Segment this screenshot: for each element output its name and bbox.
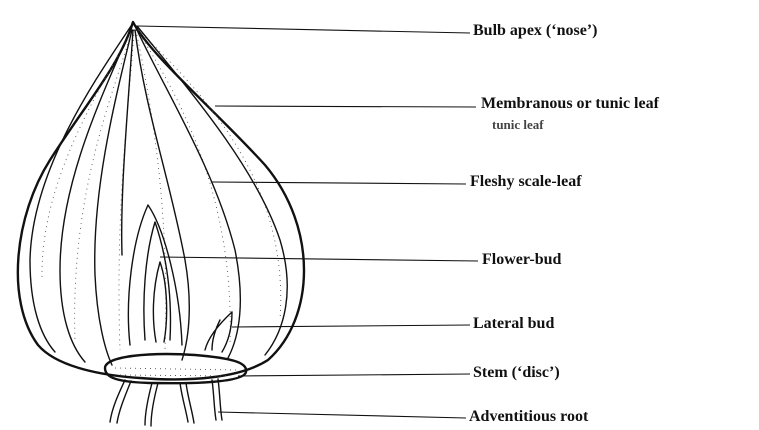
- leader-fleshy-scale: [212, 182, 466, 184]
- label-stem-disc: Stem (‘disc’): [473, 364, 560, 382]
- scale-leaf-line: [136, 28, 240, 358]
- leader-lateral-bud: [232, 325, 470, 327]
- label-flower-bud: Flower-bud: [482, 251, 561, 269]
- leader-tunic-leaf: [215, 106, 476, 107]
- root-line: [151, 383, 158, 426]
- leader-flower-bud: [160, 257, 478, 261]
- flower-bud-shape: [128, 205, 182, 345]
- label-bulb-apex: Bulb apex (‘nose’): [473, 22, 597, 40]
- leader-bulb-apex: [138, 26, 470, 33]
- scale-leaf-line: [30, 26, 131, 352]
- label-fleshy-scale-leaf: Fleshy scale-leaf: [470, 173, 582, 191]
- leader-adventitious-root: [218, 412, 466, 418]
- root-line: [212, 380, 216, 420]
- lateral-bud-shape: [205, 312, 232, 352]
- label-lateral-bud: Lateral bud: [473, 315, 554, 333]
- root-line: [218, 379, 222, 420]
- scale-leaf-line: [95, 30, 132, 365]
- label-adventitious-root: Adventitious root: [469, 408, 588, 426]
- label-tunic-leaf: Membranous or tunic leaf: [481, 95, 659, 113]
- stem-disc-texture: [115, 368, 238, 376]
- leader-stem-disc: [238, 374, 470, 376]
- label-tunic-leaf-ghost: tunic leaf: [492, 117, 544, 133]
- bulb-outer-outline: [18, 22, 304, 379]
- root-line: [117, 381, 131, 423]
